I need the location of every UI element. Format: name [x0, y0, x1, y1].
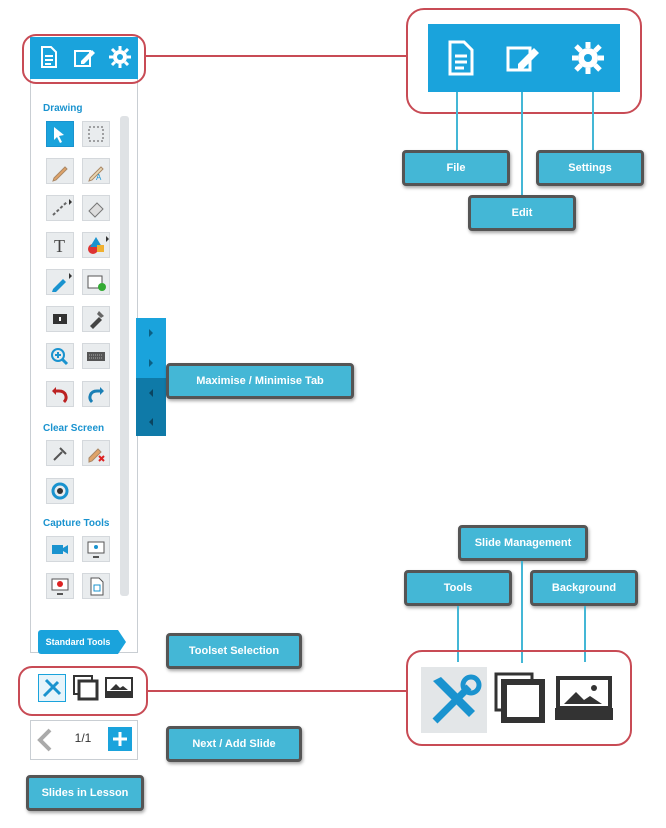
file-icon[interactable] [34, 43, 62, 71]
connector-file [456, 92, 458, 152]
zoomed-file-icon [448, 40, 474, 76]
clear-screen-icon[interactable] [46, 440, 74, 466]
connector-settings [592, 92, 594, 152]
connector-background [584, 606, 586, 662]
screen-shade-icon[interactable] [46, 306, 74, 332]
zoomed-header [428, 24, 620, 92]
clear-annotations-icon[interactable] [82, 440, 110, 466]
minimise-tab-1[interactable] [136, 378, 166, 408]
toolset-highlight-box [18, 666, 148, 716]
svg-text:T: T [54, 236, 65, 256]
connector-line-toolset [148, 690, 408, 692]
previous-slide-icon[interactable] [34, 727, 56, 753]
redo-icon[interactable] [82, 381, 110, 407]
standard-tools-label: Standard Tools [38, 630, 118, 654]
eraser-icon[interactable] [82, 195, 110, 221]
callout-file: File [402, 150, 510, 186]
zoomed-toolset-box [406, 650, 632, 746]
zoomed-slide-management-icon [494, 672, 546, 724]
spotlight-icon[interactable] [82, 306, 110, 332]
keyboard-icon[interactable] [82, 343, 110, 369]
connector-line-header [146, 55, 408, 57]
insert-image-icon[interactable] [82, 269, 110, 295]
callout-tools: Tools [404, 570, 512, 606]
zoomed-tools-icon [421, 667, 487, 733]
video-capture-icon[interactable] [46, 536, 74, 562]
marquee-select-tool[interactable] [82, 121, 110, 147]
toolbar-header [30, 37, 138, 79]
section-label-clear-screen: Clear Screen [43, 423, 105, 434]
slide-management-icon[interactable] [72, 674, 100, 702]
callout-maximise-minimise: Maximise / Minimise Tab [166, 363, 354, 399]
minimise-tab-2[interactable] [136, 408, 166, 436]
pen-icon[interactable] [46, 269, 74, 295]
add-slide-button[interactable] [108, 727, 132, 751]
slide-counter: 1/1 [74, 731, 92, 745]
connector-edit [521, 92, 523, 198]
document-capture-icon[interactable] [82, 573, 110, 599]
callout-next-add-slide: Next / Add Slide [166, 726, 302, 762]
edit-icon[interactable] [70, 43, 98, 71]
select-tool[interactable] [46, 121, 74, 147]
section-label-drawing: Drawing [43, 103, 83, 114]
undo-icon[interactable] [46, 381, 74, 407]
connector-slide-management [521, 561, 523, 663]
line-tool-icon[interactable] [46, 195, 74, 221]
highlighter-icon[interactable]: A [82, 158, 110, 184]
svg-text:A: A [96, 173, 102, 182]
section-label-capture-tools: Capture Tools [43, 518, 110, 529]
standard-tools-button[interactable]: Standard Tools [38, 630, 126, 654]
screen-capture-icon[interactable] [82, 536, 110, 562]
connector-tools [457, 606, 459, 662]
callout-edit: Edit [468, 195, 576, 231]
callout-settings: Settings [536, 150, 644, 186]
toolbar-scrollbar[interactable] [120, 116, 129, 596]
callout-slide-management: Slide Management [458, 525, 588, 561]
shapes-icon[interactable] [82, 232, 110, 258]
callout-background: Background [530, 570, 638, 606]
reset-icon[interactable] [46, 478, 74, 504]
settings-icon[interactable] [106, 43, 134, 71]
zoomed-edit-icon [506, 46, 539, 72]
zoom-in-icon[interactable] [46, 343, 74, 369]
background-icon[interactable] [104, 676, 134, 700]
tools-icon[interactable] [38, 674, 66, 702]
screen-record-icon[interactable] [46, 573, 74, 599]
callout-slides-in-lesson: Slides in Lesson [26, 775, 144, 811]
header-highlight-box [22, 34, 146, 84]
pencil-icon[interactable] [46, 158, 74, 184]
text-tool-icon[interactable]: T [46, 232, 74, 258]
callout-toolset-selection: Toolset Selection [166, 633, 302, 669]
maximise-tab-2[interactable] [136, 348, 166, 378]
zoomed-background-icon [554, 674, 614, 722]
zoomed-header-box [406, 8, 642, 114]
maximise-tab-1[interactable] [136, 318, 166, 348]
zoomed-settings-icon [572, 42, 604, 74]
